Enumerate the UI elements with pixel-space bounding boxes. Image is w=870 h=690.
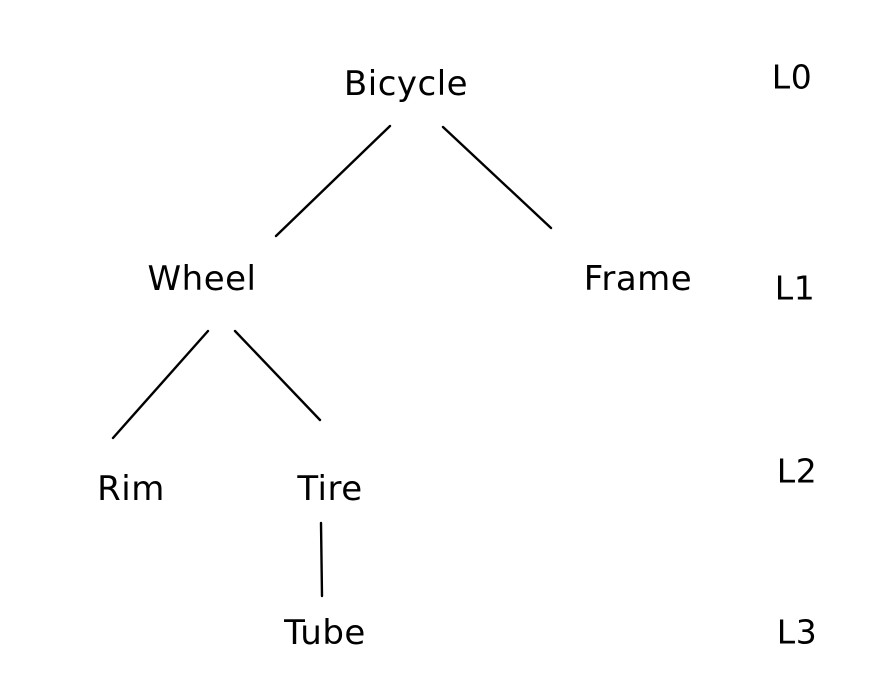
edge-bicycle-to-wheel [274,124,392,238]
edge-tire-to-tube [319,521,324,598]
node-tire[interactable]: Tire [297,469,363,509]
node-wheel[interactable]: Wheel [147,259,257,299]
node-frame[interactable]: Frame [583,259,693,299]
node-bicycle[interactable]: Bicycle [343,64,469,104]
edge-wheel-to-tire [233,329,322,422]
level-label-l1: L1 [774,268,816,308]
edge-wheel-to-rim [111,329,210,440]
level-label-l0: L0 [771,57,813,97]
node-rim[interactable]: Rim [97,469,165,509]
node-tube[interactable]: Tube [284,613,366,653]
edge-bicycle-to-frame [441,125,553,230]
level-label-l2: L2 [776,451,818,491]
level-label-l3: L3 [776,612,818,652]
